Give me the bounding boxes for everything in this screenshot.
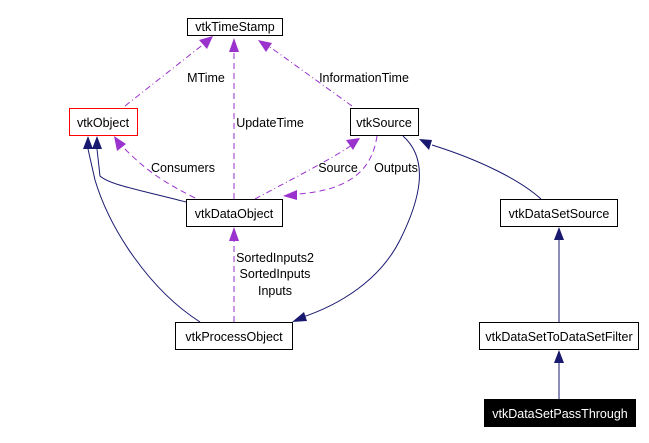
- arrowhead: [229, 227, 239, 241]
- node-label: vtkDataObject: [195, 207, 274, 221]
- label-updatetime: UpdateTime: [236, 116, 304, 130]
- label-sortedinputs: SortedInputs: [240, 267, 311, 281]
- arrowhead: [292, 312, 307, 322]
- node-label: vtkSource: [356, 116, 412, 130]
- arrowhead: [283, 190, 297, 200]
- label-outputs: Outputs: [374, 161, 418, 175]
- label-inputs: Inputs: [258, 284, 292, 298]
- edge-consumers: [121, 145, 196, 199]
- node-label: vtkDataSetToDataSetFilter: [485, 330, 632, 344]
- label-mtime: MTime: [187, 71, 225, 85]
- node-vtkdataobject[interactable]: vtkDataObject: [186, 199, 283, 227]
- node-label: vtkDataSetPassThrough: [492, 407, 628, 421]
- arrowhead: [92, 136, 102, 149]
- arrowhead: [346, 138, 360, 150]
- arrowhead: [554, 350, 564, 363]
- node-label: vtkDataSetSource: [509, 207, 610, 221]
- node-vtkdatasettodatasetfilter[interactable]: vtkDataSetToDataSetFilter: [479, 322, 639, 350]
- arrowhead: [114, 136, 126, 151]
- node-vtkdatasetpassthrough: vtkDataSetPassThrough: [484, 399, 636, 427]
- arrowhead: [419, 139, 432, 150]
- edge-informationtime: [269, 46, 353, 107]
- edge-processobject-source: [299, 135, 420, 319]
- edge-outputs: [297, 135, 378, 195]
- node-vtkobject[interactable]: vtkObject: [69, 108, 138, 136]
- node-vtksource[interactable]: vtkSource: [350, 108, 419, 136]
- arrowhead: [229, 38, 239, 52]
- edge-datasetsource-source: [431, 144, 542, 200]
- arrowhead: [83, 136, 93, 149]
- edge-mtime: [124, 42, 206, 107]
- node-label: vtkTimeStamp: [195, 20, 274, 34]
- arrowhead: [199, 36, 213, 49]
- node-label: vtkObject: [77, 116, 130, 130]
- arrowhead: [258, 40, 272, 52]
- label-consumers: Consumers: [151, 161, 215, 175]
- arrowhead: [554, 227, 564, 240]
- node-vtkdatasetsource[interactable]: vtkDataSetSource: [500, 199, 618, 227]
- label-source: Source: [318, 161, 358, 175]
- node-vtkprocessobject[interactable]: vtkProcessObject: [175, 322, 293, 350]
- label-sortedinputs2: SortedInputs2: [236, 251, 314, 265]
- node-label: vtkProcessObject: [185, 330, 283, 344]
- edge-processobject-object: [87, 148, 201, 323]
- label-informationtime: InformationTime: [319, 71, 409, 85]
- node-vtktimestamp[interactable]: vtkTimeStamp: [187, 18, 283, 36]
- edge-dataobject-object: [96, 148, 187, 203]
